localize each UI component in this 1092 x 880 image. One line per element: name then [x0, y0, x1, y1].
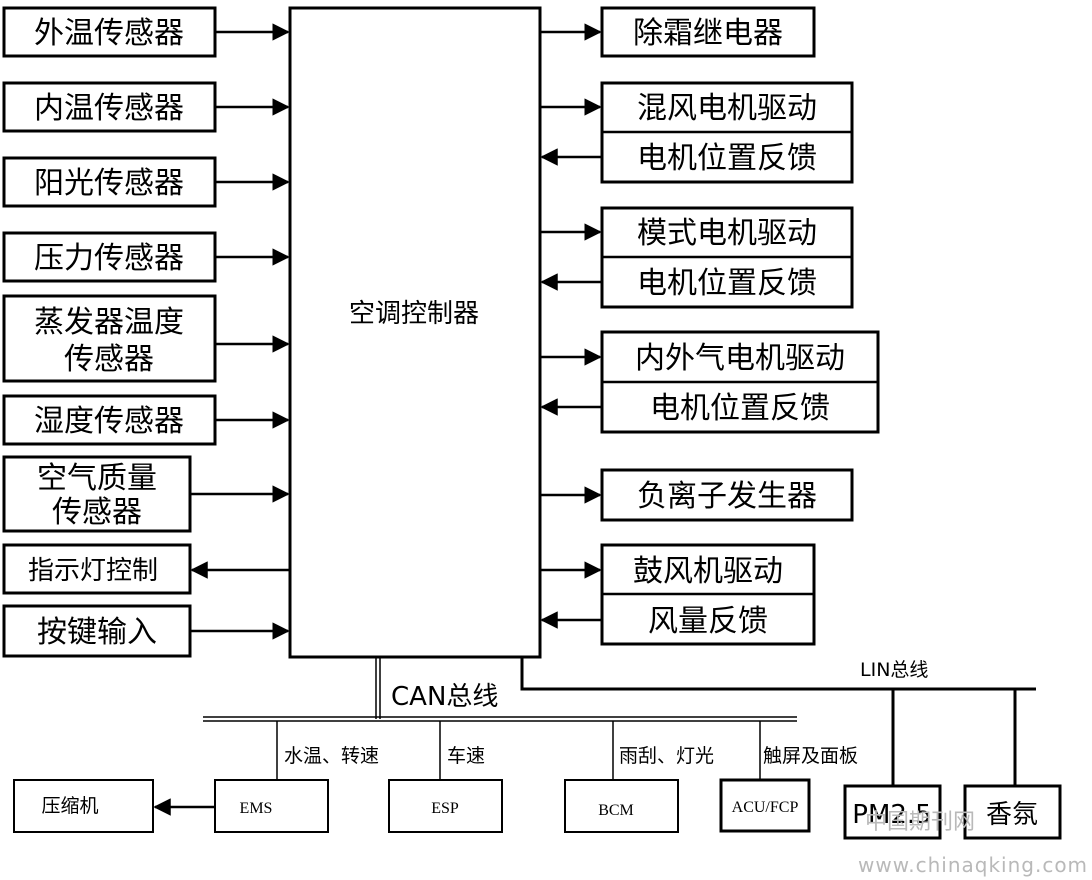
input-label: 压力传感器: [34, 241, 184, 276]
output-blower-group: 鼓风机驱动 风量反馈: [600, 543, 816, 646]
output-label: 内外气电机驱动: [635, 341, 845, 376]
input-label: 内温传感器: [34, 91, 184, 126]
output-label: 电机位置反馈: [650, 391, 830, 426]
watermark: 中国期刊网 www.chinaqking.com: [858, 810, 1088, 877]
input-label: 传感器: [52, 495, 142, 530]
input-humidity-sensor: 湿度传感器: [2, 394, 217, 446]
input-label: 阳光传感器: [34, 166, 184, 201]
can-signal-label: 触屏及面板: [763, 745, 858, 767]
output-label: 混风电机驱动: [637, 91, 817, 126]
lin-bus-label: LIN总线: [860, 659, 928, 681]
output-ionizer: 负离子发生器: [600, 468, 854, 522]
input-label: 指示灯控制: [28, 556, 158, 586]
can-bus-label: CAN总线: [391, 682, 498, 712]
input-label: 外温传感器: [34, 16, 184, 51]
output-label: 电机位置反馈: [637, 141, 817, 176]
indicator-light-control: 指示灯控制: [2, 543, 192, 595]
controller-block: 空调控制器: [288, 6, 542, 659]
input-air-quality-sensor: 空气质量 传感器: [2, 455, 192, 533]
output-label: 模式电机驱动: [637, 216, 817, 251]
can-node-label: BCM: [598, 802, 634, 819]
watermark-cn: 中国期刊网: [865, 810, 975, 835]
can-node-ems: EMS: [214, 779, 329, 833]
input-label: 按键输入: [37, 615, 157, 650]
input-outdoor-temp-sensor: 外温传感器: [2, 6, 217, 58]
input-button-input: 按键输入: [2, 604, 192, 658]
can-node-label: ESP: [431, 800, 459, 817]
input-label: 蒸发器温度: [34, 305, 184, 340]
can-signal-label: 车速: [447, 745, 485, 767]
can-node-label: EMS: [240, 800, 273, 817]
compressor-label: 压缩机: [41, 795, 98, 817]
output-mix-motor-group: 混风电机驱动 电机位置反馈: [600, 81, 854, 184]
output-label: 鼓风机驱动: [633, 554, 783, 589]
output-label: 负离子发生器: [637, 479, 817, 514]
input-arrows: [190, 23, 290, 640]
output-label: 电机位置反馈: [637, 266, 817, 301]
output-recirc-motor-group: 内外气电机驱动 电机位置反馈: [600, 330, 880, 434]
lin-node-fragrance: 香氛: [963, 784, 1062, 840]
lin-node-label: 香氛: [986, 800, 1038, 830]
input-indoor-temp-sensor: 内温传感器: [2, 81, 217, 133]
input-pressure-sensor: 压力传感器: [2, 231, 217, 283]
can-signal-label: 水温、转速: [284, 745, 379, 767]
output-arrows: [540, 23, 602, 629]
input-sunlight-sensor: 阳光传感器: [2, 156, 217, 208]
input-label: 传感器: [64, 342, 154, 377]
input-label: 湿度传感器: [34, 404, 184, 439]
can-node-bcm: BCM: [564, 779, 679, 833]
lin-node-label: PM2.5: [852, 800, 931, 830]
can-node-esp: ESP: [388, 779, 503, 833]
can-bus: CAN总线 水温、转速 车速 雨刮、灯光 触屏及面板 EMS ESP BCM A…: [13, 657, 858, 833]
input-evaporator-temp-sensor: 蒸发器温度 传感器: [2, 294, 217, 383]
output-defrost-relay: 除霜继电器: [600, 6, 816, 58]
lin-node-pm25: PM2.5: [843, 784, 942, 840]
lin-bus: LIN总线 PM2.5 香氛: [520, 657, 1062, 840]
output-mode-motor-group: 模式电机驱动 电机位置反馈: [600, 206, 854, 309]
input-label: 空气质量: [37, 461, 157, 496]
compressor-block: 压缩机: [13, 779, 154, 833]
can-node-acu-fcp: ACU/FCP: [719, 778, 811, 833]
watermark-url: www.chinaqking.com: [858, 853, 1088, 877]
output-label: 风量反馈: [648, 604, 768, 639]
input-blocks: 外温传感器 内温传感器 阳光传感器 压力传感器 蒸发器温度 传感器 湿度传感器 …: [2, 6, 217, 658]
can-signal-label: 雨刮、灯光: [619, 745, 714, 767]
output-blocks: 除霜继电器 混风电机驱动 电机位置反馈 模式电机驱动 电机位置反馈 内外气电机驱…: [600, 6, 880, 646]
output-label: 除霜继电器: [633, 16, 783, 51]
controller-label: 空调控制器: [349, 299, 479, 329]
can-node-label: ACU/FCP: [732, 799, 799, 816]
